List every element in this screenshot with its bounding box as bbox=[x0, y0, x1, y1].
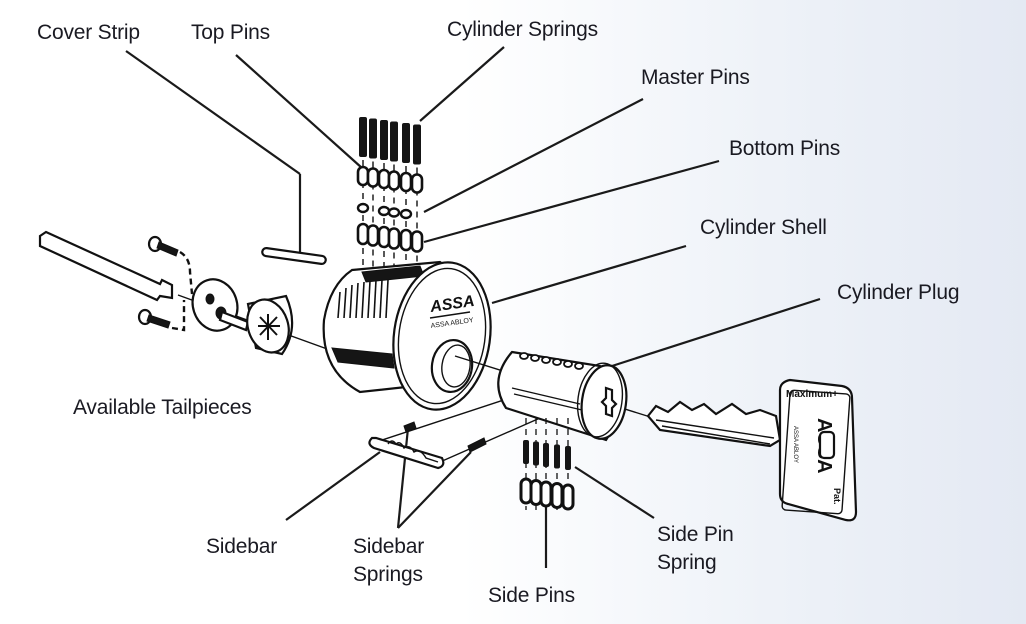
leader-master-pins bbox=[423, 98, 644, 213]
label-cylinder-springs: Cylinder Springs bbox=[447, 18, 598, 41]
top-pin bbox=[387, 170, 401, 191]
label-cylinder-shell: Cylinder Shell bbox=[700, 216, 827, 239]
leader-cylinder-plug bbox=[611, 297, 821, 368]
plug-pin-holes bbox=[519, 352, 584, 370]
top-pin bbox=[377, 168, 391, 190]
shell-groove-bottom bbox=[331, 347, 395, 369]
top-pin bbox=[410, 173, 424, 194]
tailpiece-assembly bbox=[38, 230, 331, 356]
cylinder-spring bbox=[413, 124, 421, 165]
sidebar-part bbox=[368, 436, 445, 470]
side-pin-stack bbox=[519, 418, 575, 511]
sidebar-spring-left bbox=[403, 421, 417, 433]
plug-face-ring bbox=[576, 362, 624, 438]
key-blade-groove bbox=[655, 419, 775, 445]
tailpiece-screw-top bbox=[147, 235, 179, 257]
cylinder-spring bbox=[369, 118, 377, 159]
keyway-bore-inner bbox=[441, 344, 471, 388]
cam-ring bbox=[191, 278, 239, 332]
side-pin bbox=[539, 480, 553, 508]
label-cover-strip: Cover Strip bbox=[37, 21, 140, 44]
cylinder-spring bbox=[390, 121, 398, 162]
side-pin-spring bbox=[523, 440, 529, 464]
label-master-pins: Master Pins bbox=[641, 66, 750, 89]
key-header: Maximum+ bbox=[786, 389, 838, 400]
leader-cylinder-springs bbox=[419, 46, 505, 122]
label-bottom-pins: Bottom Pins bbox=[729, 137, 841, 160]
key-bow-hole bbox=[818, 430, 836, 460]
pin-stack bbox=[356, 117, 424, 278]
plug-sidebar-slot bbox=[511, 387, 583, 411]
master-pin bbox=[356, 202, 370, 214]
screw-path-top bbox=[179, 250, 194, 295]
master-pin bbox=[377, 205, 391, 217]
side-pin bbox=[550, 482, 564, 509]
shell-threads bbox=[337, 279, 389, 319]
top-pin bbox=[366, 167, 380, 188]
key-patent: Pat. bbox=[832, 488, 842, 505]
cylinder-spring bbox=[359, 117, 367, 157]
key-bow-inner bbox=[781, 389, 851, 515]
keyway-bore bbox=[430, 339, 474, 393]
leader-sidebar bbox=[285, 451, 381, 521]
shell-logo: ASSA bbox=[428, 293, 475, 316]
label-sidebar-springs: Sidebar Springs bbox=[353, 535, 424, 586]
key-sublogo: ASSA ABLOY bbox=[792, 426, 798, 463]
cam-shaft bbox=[218, 310, 250, 332]
cam-hub bbox=[246, 294, 294, 356]
top-pin bbox=[399, 171, 413, 193]
top-pin bbox=[356, 165, 370, 187]
shell-face-rim bbox=[397, 267, 487, 405]
leader-cylinder-shell bbox=[491, 244, 687, 305]
side-pin-spring bbox=[533, 441, 539, 466]
label-sidebar: Sidebar bbox=[206, 535, 277, 558]
bottom-pin bbox=[377, 225, 391, 249]
bottom-pin bbox=[387, 227, 401, 250]
master-pin bbox=[399, 208, 413, 220]
bottom-pin bbox=[366, 224, 380, 247]
shell-logo-rule bbox=[429, 311, 471, 319]
leader-bottom-pins bbox=[423, 159, 720, 244]
bottom-pin bbox=[356, 222, 370, 246]
label-top-pins: Top Pins bbox=[191, 21, 270, 44]
cylinder-spring bbox=[402, 123, 410, 163]
bottom-pin bbox=[399, 228, 413, 252]
leader-top-pins bbox=[235, 54, 363, 169]
cover-strip bbox=[261, 247, 327, 265]
cylinder-shell: ASSA ASSA ABLOY bbox=[322, 260, 492, 411]
label-cylinder-plug: Cylinder Plug bbox=[837, 281, 960, 304]
side-pin-spring bbox=[565, 446, 571, 470]
master-pin bbox=[387, 207, 401, 218]
label-side-pin-spring: Side Pin Spring bbox=[657, 523, 734, 574]
side-pin-spring bbox=[543, 443, 549, 467]
label-available-tailpieces: Available Tailpieces bbox=[73, 396, 252, 419]
tailpiece-screw-bottom bbox=[137, 308, 171, 329]
key-bow bbox=[778, 378, 858, 522]
leader-sidebar-springs-a bbox=[396, 427, 410, 529]
side-pin bbox=[561, 483, 575, 511]
plug-keyway bbox=[600, 386, 618, 418]
tailpiece-bar bbox=[38, 230, 174, 302]
key-blade bbox=[646, 400, 782, 448]
cylinder-spring bbox=[380, 120, 388, 160]
cylinder-plug bbox=[497, 350, 628, 442]
label-side-pins: Side Pins bbox=[488, 584, 575, 607]
bottom-pin bbox=[410, 230, 424, 253]
leader-side-pin-spring bbox=[574, 466, 655, 519]
side-pin-spring bbox=[554, 444, 560, 469]
screw-path-bottom bbox=[171, 300, 186, 332]
key: Maximum+ ASSA ASSA ABLOY Pat. bbox=[646, 378, 858, 522]
leader-cover-strip bbox=[125, 50, 301, 175]
sidebar-spring-right bbox=[467, 437, 487, 453]
leader-lines bbox=[125, 46, 821, 568]
leader-sidebar-springs-b bbox=[397, 451, 472, 529]
